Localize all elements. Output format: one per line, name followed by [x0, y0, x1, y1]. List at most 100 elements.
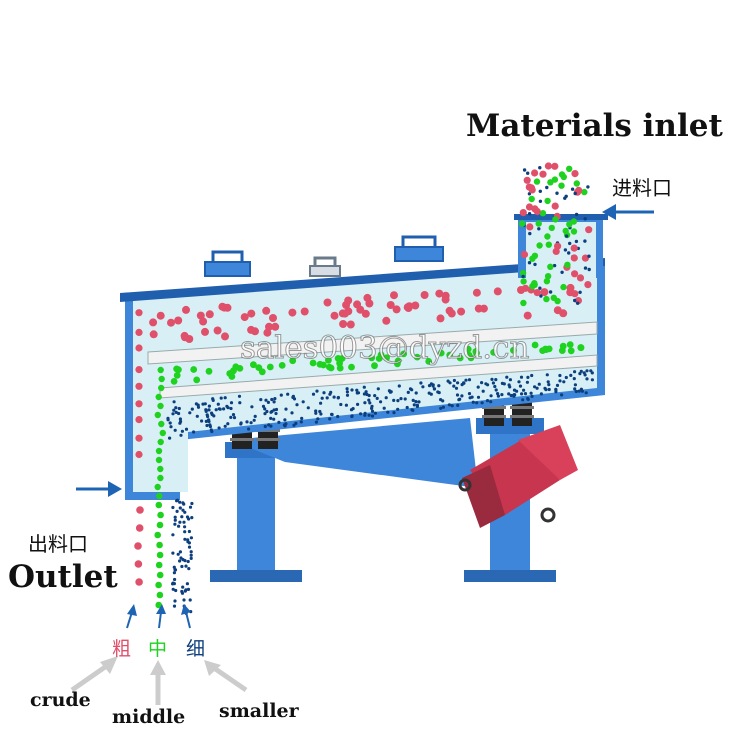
middle-particle [536, 242, 543, 249]
fine-particle [489, 400, 493, 404]
fine-particle [315, 389, 319, 393]
fine-particle [528, 231, 532, 236]
fine-particle [299, 420, 303, 424]
fine-particle [328, 417, 332, 421]
fine-particle [166, 416, 170, 420]
fine-particle [290, 411, 294, 415]
fine-particle [529, 391, 533, 395]
middle-particle [520, 278, 527, 285]
middle-particle [155, 393, 162, 401]
coarse-particle [523, 311, 532, 320]
fine-particle [414, 391, 418, 395]
fine-particle [171, 551, 175, 555]
fine-particle [229, 415, 233, 419]
fine-particle [384, 396, 388, 400]
middle-particle [156, 591, 164, 599]
fine-particle [452, 384, 456, 388]
fine-particle [182, 598, 186, 602]
coarse-particle [521, 284, 530, 292]
fine-particle [216, 402, 220, 406]
middle-particle [490, 349, 497, 356]
fine-particle [573, 298, 577, 303]
middle-particle [155, 561, 163, 569]
fine-particle [189, 550, 193, 554]
middle-particle [173, 372, 181, 379]
fine-particle [272, 408, 276, 412]
fine-particle [363, 413, 367, 417]
fine-particle [526, 375, 530, 379]
fine-particle [238, 401, 242, 405]
fine-particle [178, 506, 182, 510]
fine-particle [190, 516, 194, 520]
fine-particle [177, 411, 181, 416]
fine-particle [583, 266, 588, 270]
inlet-title: Materials inlet [466, 108, 723, 144]
fine-particle [223, 424, 227, 428]
fine-particle [548, 290, 553, 294]
coarse-particle [135, 578, 143, 586]
fine-particle [387, 389, 391, 393]
coarse-particle [520, 250, 529, 259]
fine-particle [417, 400, 421, 404]
middle-particle [400, 350, 408, 358]
fine-particle [316, 417, 320, 421]
fine-particle [517, 380, 521, 384]
screen-top-rim [120, 258, 605, 302]
fine-particle [421, 385, 425, 389]
fine-particle [172, 604, 177, 608]
fine-particle [547, 387, 551, 392]
fraction-crude-label: crude [30, 689, 91, 711]
coarse-particle [571, 290, 579, 298]
fine-particle [183, 530, 187, 534]
fine-particle [174, 410, 178, 414]
fine-particle [345, 393, 350, 397]
fine-particle [502, 382, 506, 386]
coarse-particle [135, 400, 143, 408]
fine-particle [573, 383, 578, 387]
fine-particle [441, 405, 445, 409]
coarse-particle [571, 170, 579, 178]
fine-particle [283, 424, 287, 428]
fine-particle [558, 373, 562, 378]
fine-particle [177, 524, 181, 528]
fine-particle [373, 411, 377, 415]
middle-particle [529, 283, 536, 290]
fine-particle [330, 412, 334, 416]
fine-particle [355, 391, 359, 395]
fine-particle [183, 559, 187, 563]
middle-particle [156, 521, 164, 529]
fine-particle [172, 408, 176, 412]
fine-particle [247, 427, 251, 431]
fine-particle [264, 398, 268, 402]
fine-particle [500, 393, 504, 397]
coarse-particle [540, 288, 549, 297]
middle-particle [368, 354, 376, 362]
middle-particle [154, 411, 161, 419]
fine-particle [204, 419, 208, 423]
middle-particle [156, 492, 163, 500]
fine-particle [382, 406, 386, 410]
fine-particle [526, 396, 530, 401]
fine-particle [530, 373, 534, 378]
fine-particle [583, 239, 587, 243]
fine-particle [527, 192, 532, 196]
fine-particle [214, 408, 218, 412]
fine-particle [237, 394, 242, 398]
fine-particle [462, 381, 466, 385]
outlet-arrow [76, 481, 122, 497]
middle-particle [566, 221, 573, 228]
coarse-particle [404, 304, 413, 312]
middle-particle [156, 541, 163, 549]
fine-particle [429, 392, 433, 396]
fine-particle [577, 389, 581, 393]
fine-particle [181, 508, 185, 512]
middle-particle [465, 351, 473, 359]
middle-particle [236, 365, 244, 372]
fine-particle [336, 414, 340, 419]
fine-particle [311, 392, 316, 396]
fine-particle [539, 392, 544, 396]
fine-particle [476, 395, 481, 399]
middle-particle [309, 359, 317, 367]
fine-particle [265, 409, 269, 414]
middle-particle [535, 220, 542, 227]
